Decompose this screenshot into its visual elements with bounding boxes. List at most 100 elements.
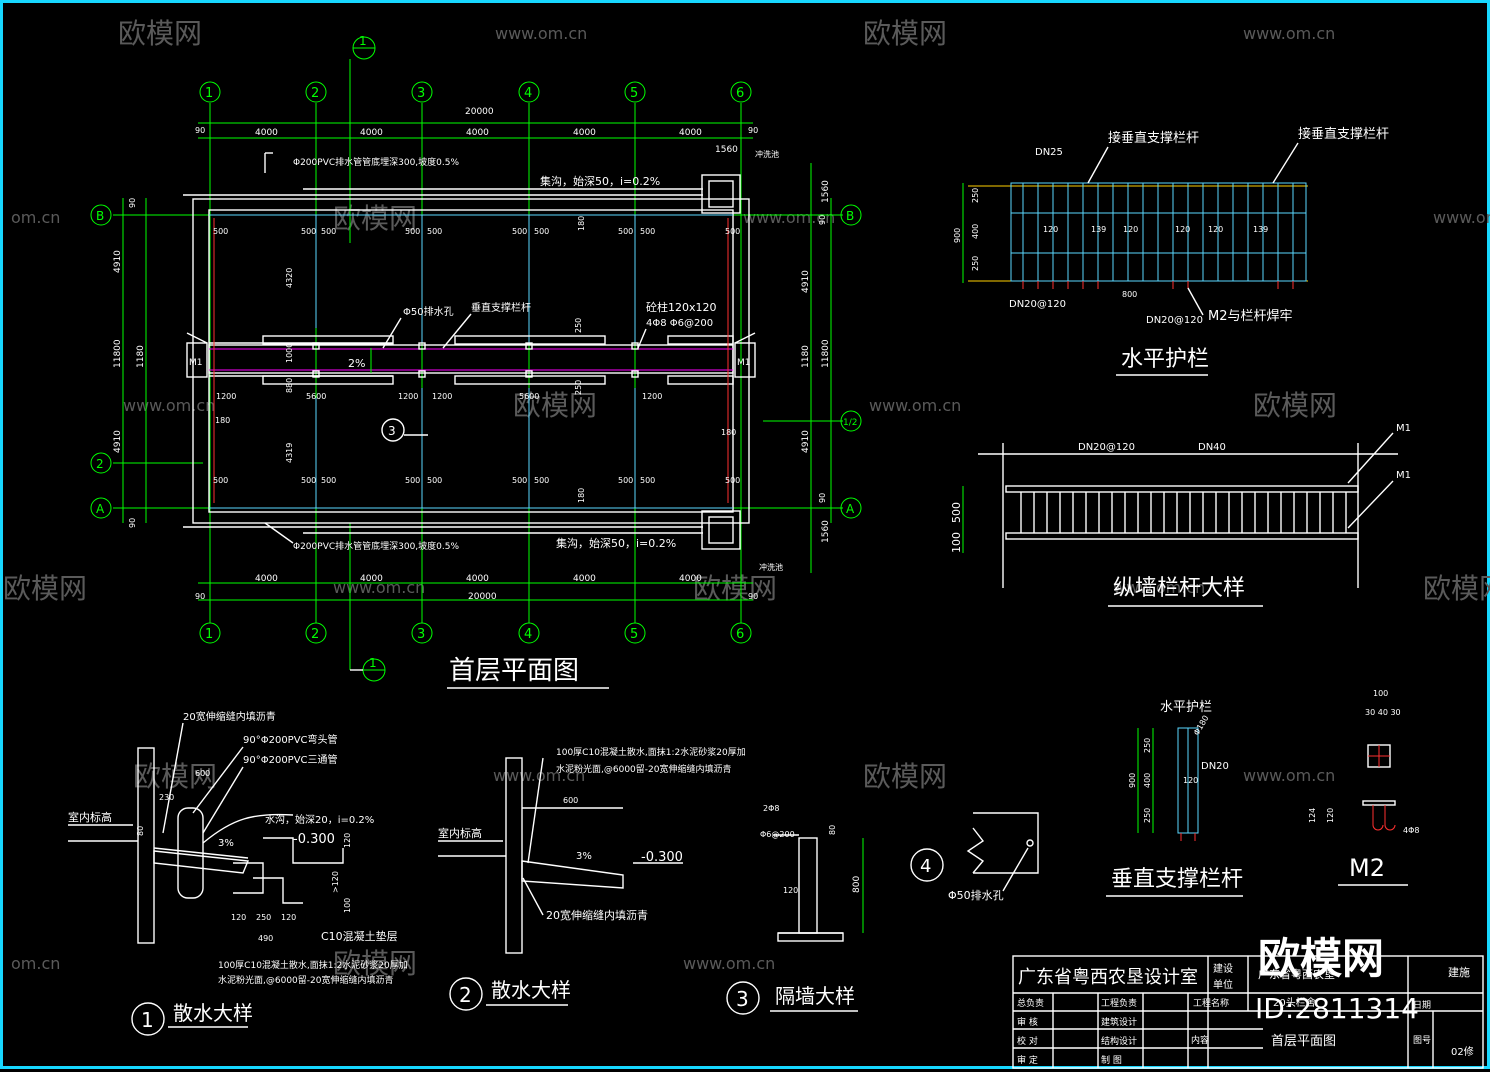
axis-label: 4	[524, 86, 532, 101]
column-note: 砼柱120x120	[646, 300, 717, 314]
cad-drawing: 欧模网 www.om.cn 欧模网 www.om.cn om.cn 欧模网 ww…	[3, 17, 1490, 1069]
watermark-brand: 欧模网	[1423, 572, 1490, 605]
apron-detail-2: 100厚C10混凝土散水,面抹1:2水泥砂浆20厚加 水泥粉光面,@6000留-…	[438, 746, 746, 1011]
fig-label: 图号	[1413, 1035, 1431, 1046]
watermark-url: www.om.cn	[869, 396, 961, 415]
watermark-url: www.om.cn	[1433, 208, 1490, 227]
dim-text: 250	[971, 188, 980, 203]
slope: 3%	[218, 838, 234, 849]
company-name: 广东省粤西农垦设计室	[1018, 967, 1198, 988]
detail-title: 散水大样	[173, 1001, 253, 1025]
axis-label: 6	[736, 86, 744, 101]
rail-v-title: 垂直支撑栏杆	[1111, 867, 1243, 892]
dim-text: 1560	[821, 520, 831, 543]
first-floor-plan: 1 2 3 4 5 6 1 2 3 4 5 6 B 2 A B 1/2 A 1	[90, 34, 862, 689]
long-rail-title: 纵墙栏杆大样	[1113, 576, 1245, 601]
dim-edge: 90	[748, 126, 758, 135]
fig-value: 02修	[1451, 1045, 1474, 1058]
watermark-brand: 欧模网	[863, 17, 947, 50]
watermark-url-short: om.cn	[11, 208, 60, 227]
dim-text: 90	[128, 518, 137, 528]
axis-label: 1	[205, 627, 213, 642]
partition-detail-3: 2Φ8 Φ6@200 80 120 800 3 隔墙大样	[726, 804, 864, 1015]
wash-pit-label: 冲洗池	[755, 149, 779, 159]
dim-text: >120	[331, 871, 340, 893]
dim-text: 250	[971, 256, 980, 271]
note: 水泥粉光面,@6000留-20宽伸缩缝内填沥青	[218, 974, 393, 986]
dim-text: 1000	[285, 343, 294, 363]
weld-note: M2与栏杆焊牢	[1208, 308, 1293, 324]
axis-label: 5	[630, 627, 638, 642]
axis-label: B	[96, 209, 104, 223]
dim-text: 5600	[306, 392, 326, 401]
ditch-note: 集沟，始深50，i=0.2%	[540, 174, 660, 188]
dim-text: 500	[534, 476, 549, 485]
axis-label: 2	[96, 457, 104, 471]
dim-text: 500	[950, 502, 963, 523]
corridor-slope: 2%	[348, 357, 365, 370]
dim-text: 400	[1143, 773, 1152, 788]
rail-title: 水平护栏	[1121, 347, 1209, 372]
dim-bay: 4000	[360, 128, 383, 138]
dim-text: 250	[574, 380, 583, 395]
dim-bay: 4000	[573, 574, 596, 584]
role-label: 结构设计	[1101, 1035, 1137, 1047]
role-label: 总负责	[1017, 997, 1044, 1009]
dim-text: 500	[640, 227, 655, 236]
dim-text: 120	[343, 833, 352, 848]
axis-label: B	[846, 209, 854, 223]
axis-bubbles-top: 1 2 3 4 5 6	[199, 81, 752, 103]
dim-text: 500	[321, 476, 336, 485]
dim-total: 20000	[468, 592, 497, 602]
dim-text: 500	[512, 476, 527, 485]
dim-text: 500	[405, 227, 420, 236]
dim-text: 800	[1122, 290, 1137, 299]
plan-title: 首层平面图	[449, 656, 579, 686]
dim-text: 800	[852, 876, 862, 893]
m2-title: M2	[1349, 854, 1385, 882]
ditch-note: 水沟，始深20，i=0.2%	[265, 813, 374, 826]
dim-total: 20000	[465, 107, 494, 117]
drain-hole-note: Φ50排水孔	[403, 305, 454, 318]
unit-label: 单位	[1213, 978, 1233, 991]
dim-text: 500	[427, 476, 442, 485]
dim-text: 4910	[801, 270, 811, 293]
dim-bay: 4000	[679, 574, 702, 584]
detail-number: 3	[736, 987, 749, 1011]
watermark-url: www.om.cn	[123, 396, 215, 415]
dim-text: 180	[721, 428, 736, 437]
axis-label: 6	[736, 627, 744, 642]
dim-bay: 4000	[360, 574, 383, 584]
drawing-name: 首层平面图	[1271, 1034, 1336, 1049]
vertical-rail-detail: 250 400 250 900 120 Φ180 水平护栏 DN20 垂直支撑栏…	[1106, 700, 1243, 897]
date-label: 日期	[1413, 1000, 1431, 1011]
section-number: 1	[369, 656, 377, 670]
dim-text: 900	[953, 228, 962, 243]
dim-bay: 4000	[679, 128, 702, 138]
detail-number: 1	[141, 1008, 154, 1032]
role-label: 校 对	[1017, 1035, 1038, 1047]
slope: 3%	[576, 851, 592, 862]
dim-text: 250	[574, 318, 583, 333]
rail-bars	[1022, 183, 1294, 281]
dim-text: 90	[128, 198, 137, 208]
axis-label: 5	[630, 86, 638, 101]
dim-text: 4910	[801, 430, 811, 453]
dim-text: 600	[563, 796, 578, 805]
watermark-brand: 欧模网	[513, 389, 597, 422]
detail-title: 散水大样	[491, 978, 571, 1002]
watermark-brand: 欧模网	[333, 947, 417, 980]
dim-text: 180	[577, 488, 586, 503]
note: 水泥粉光面,@6000留-20宽伸缩缝内填沥青	[556, 763, 731, 775]
dim-text: 120	[281, 913, 296, 922]
dim-text: 500	[301, 227, 316, 236]
dim-text: 500	[321, 227, 336, 236]
dim-text: 4319	[285, 443, 294, 463]
role-label: 制 图	[1101, 1054, 1122, 1066]
dim-text: 1200	[642, 392, 662, 401]
drawing-type: 建施	[1448, 965, 1470, 979]
dim-text: 180	[577, 216, 586, 231]
watermark-brand-large: 欧模网	[1258, 934, 1384, 983]
dim-text: 139	[1253, 225, 1268, 234]
